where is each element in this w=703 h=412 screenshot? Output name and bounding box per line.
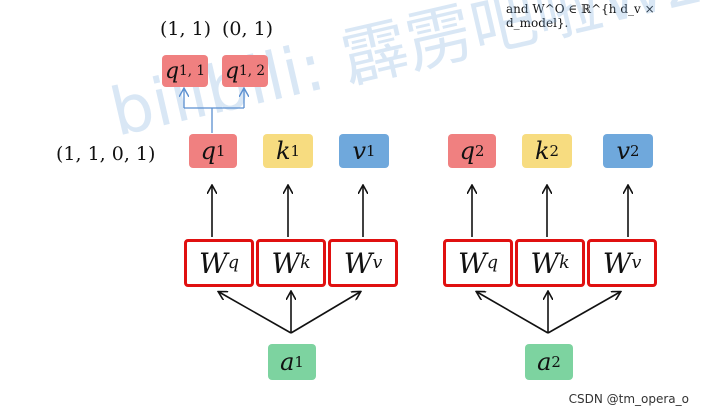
a2-symbol: a <box>537 348 552 376</box>
head-q12-index: 1, 2 <box>239 63 266 79</box>
head-q11-index: 1, 1 <box>179 63 206 79</box>
arrow-a1-to-wv <box>290 292 360 334</box>
a2-index: 2 <box>551 353 561 371</box>
arrow-a2-to-wq <box>477 292 549 334</box>
wk2-index: k <box>559 253 570 273</box>
vector-label: (1, 1, 0, 1) <box>56 143 156 165</box>
q1-index: 1 <box>215 142 226 160</box>
k1-symbol: k <box>275 137 291 165</box>
wq1-symbol: W <box>199 246 228 280</box>
split-arrow <box>184 89 244 133</box>
v1-symbol: v <box>352 137 367 165</box>
k2-index: 2 <box>549 142 559 160</box>
k2-symbol: k <box>534 137 550 165</box>
k1-index: 1 <box>290 142 300 160</box>
footer-credit: CSDN @tm_opera_o <box>568 392 689 406</box>
wv2-symbol: W <box>602 246 632 280</box>
v1-index: 1 <box>366 142 376 160</box>
head-q11-symbol: q <box>164 58 180 84</box>
wk1-symbol: W <box>271 246 301 280</box>
wq2-index: q <box>486 253 498 273</box>
arrow-a1-to-wq <box>219 292 292 334</box>
v2-symbol: v <box>616 137 631 165</box>
wq2-symbol: W <box>458 246 487 280</box>
a1-index: 1 <box>294 353 304 371</box>
wv1-index: v <box>372 253 383 273</box>
q1-symbol: q <box>200 137 216 165</box>
a1-symbol: a <box>280 348 295 376</box>
pair-label-right: (0, 1) <box>222 18 274 40</box>
wq1-index: q <box>227 253 239 273</box>
wk2-symbol: W <box>530 246 560 280</box>
pair-label-left: (1, 1) <box>160 18 212 40</box>
q2-index: 2 <box>474 142 485 160</box>
top-note: and W^O ∈ ℝ^{h d_v × d_model}. <box>506 2 655 30</box>
v2-index: 2 <box>630 142 640 160</box>
wv1-symbol: W <box>343 246 373 280</box>
wk1-index: k <box>300 253 311 273</box>
arrow-a2-to-wv <box>547 292 620 334</box>
q2-symbol: q <box>459 137 475 165</box>
wv2-index: v <box>631 253 642 273</box>
head-q12-symbol: q <box>224 58 240 84</box>
